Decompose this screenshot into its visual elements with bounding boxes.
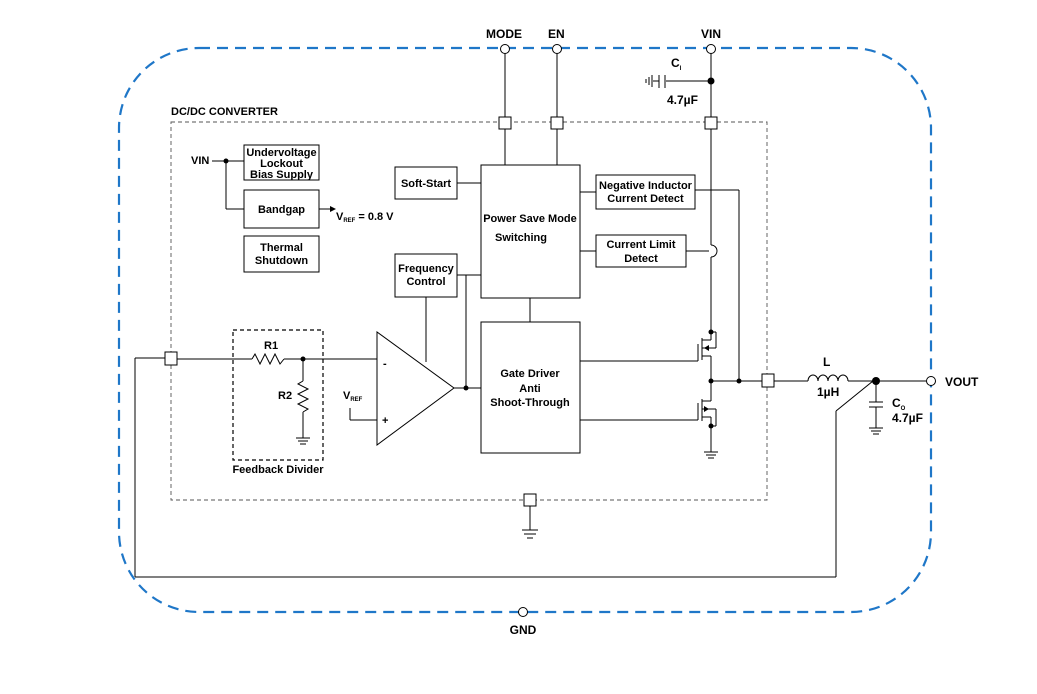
vin-pin[interactable] [706, 44, 716, 54]
svg-text:Detect: Detect [624, 253, 658, 265]
inductor-l [807, 374, 849, 382]
svg-text:Negative Inductor: Negative Inductor [599, 180, 693, 192]
svg-text:Bias Supply: Bias Supply [250, 169, 314, 181]
mode-pin-label: MODE [486, 27, 522, 41]
gnd-pin-label: GND [510, 623, 537, 637]
svg-text:+: + [382, 415, 388, 427]
power-save-mode-block: Power Save Mode Switching [480, 164, 581, 299]
gnd-terminal [523, 493, 537, 507]
ci-value: 4.7µF [667, 93, 698, 107]
bandgap-block: Bandgap [243, 189, 320, 229]
svg-text:Current Limit: Current Limit [606, 239, 675, 251]
svg-text:Bandgap: Bandgap [258, 204, 305, 216]
svg-text:Power Save Mode: Power Save Mode [483, 213, 577, 225]
ci-label: CI [671, 56, 682, 72]
vin-pin-label: VIN [701, 27, 721, 41]
co-value: 4.7µF [892, 411, 923, 425]
module-boundary [117, 46, 933, 614]
svg-text:Frequency: Frequency [398, 263, 455, 275]
frequency-control-block: Frequency Control [394, 253, 458, 298]
svg-text:Anti: Anti [519, 383, 540, 395]
svg-text:-: - [383, 358, 387, 370]
vref-output-label: VREF= 0.8 V [336, 211, 394, 224]
svg-text:Lockout: Lockout [260, 158, 303, 170]
soft-start-block: Soft-Start [394, 166, 458, 200]
svg-text:Shoot-Through: Shoot-Through [490, 397, 570, 409]
low-side-mosfet [580, 381, 718, 459]
svg-text:Switching: Switching [495, 232, 547, 244]
feedback-terminal [164, 351, 178, 366]
r1-label: R1 [264, 340, 278, 352]
dcdc-converter-boundary [170, 121, 768, 501]
svg-text:Gate Driver: Gate Driver [500, 368, 560, 380]
uvlo-block: Undervoltage Lockout Bias Supply [243, 144, 320, 181]
svg-text:Soft-Start: Soft-Start [401, 178, 451, 190]
amp-vref-label: VREF [343, 390, 363, 403]
mode-terminal [498, 116, 512, 130]
r1-resistor [251, 352, 285, 366]
co-label: CO [892, 396, 906, 412]
svg-text:Undervoltage: Undervoltage [246, 147, 316, 159]
svg-text:Shutdown: Shutdown [255, 255, 308, 267]
mode-pin[interactable] [500, 44, 510, 54]
en-pin[interactable] [552, 44, 562, 54]
negative-inductor-detect-block: Negative Inductor Current Detect [595, 174, 696, 210]
svg-text:Thermal: Thermal [260, 242, 303, 254]
vin-terminal [704, 116, 718, 130]
vout-pin[interactable] [926, 376, 936, 386]
inductor-value: 1µH [817, 385, 839, 399]
vout-pin-label: VOUT [945, 375, 979, 389]
current-limit-detect-block: Current Limit Detect [595, 234, 687, 268]
inductor-label: L [823, 355, 830, 369]
feedback-divider-label: Feedback Divider [232, 464, 324, 476]
r2-resistor [296, 380, 310, 413]
high-side-mosfet [580, 329, 717, 381]
svg-text:Control: Control [406, 276, 445, 288]
feedback-divider-box [232, 329, 324, 461]
internal-vin-label: VIN [191, 155, 209, 167]
svg-text:Current Detect: Current Detect [607, 193, 684, 205]
en-pin-label: EN [548, 27, 565, 41]
gnd-pin[interactable] [518, 607, 528, 617]
r2-label: R2 [278, 390, 292, 402]
sw-terminal [761, 373, 775, 388]
gate-driver-block: Gate Driver Anti Shoot-Through [480, 321, 581, 454]
thermal-shutdown-block: Thermal Shutdown [243, 235, 320, 273]
en-terminal [550, 116, 564, 130]
dcdc-converter-title: DC/DC CONVERTER [171, 106, 278, 118]
error-amplifier: - + [376, 331, 455, 446]
